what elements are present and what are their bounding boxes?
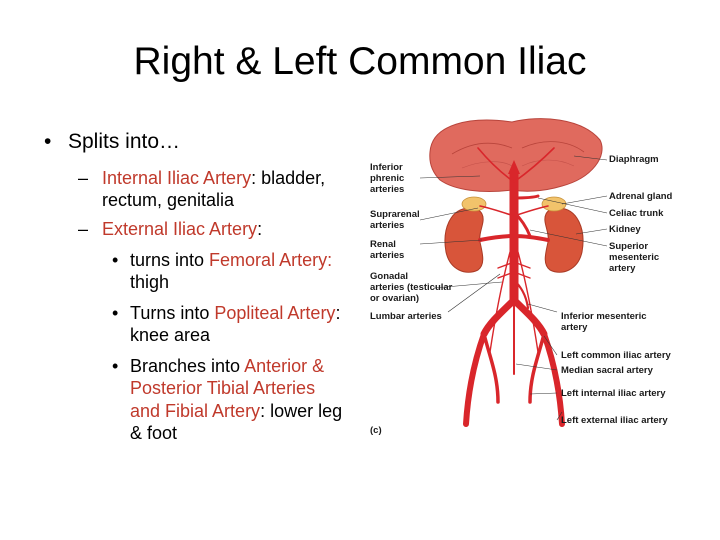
tibial-term: Anterior & Posterior Tibial Arteries and… [130, 355, 325, 421]
bullet-popliteal: Turns into Popliteal Artery: knee area [110, 302, 344, 347]
label-diaphragm: Diaphragm [609, 154, 659, 165]
label-left-external-iliac: Left external iliac artery [561, 415, 668, 426]
slide-title: Right & Left Common Iliac [133, 40, 587, 83]
external-iliac-term: External Iliac Artery [102, 219, 258, 240]
femoral-term: Femoral Artery: [209, 249, 333, 270]
label-median-sacral: Median sacral artery [561, 365, 654, 376]
bullet-splits-into: Splits into… [44, 130, 344, 154]
bullet-internal-iliac: Internal Iliac Artery: bladder, rectum, … [78, 168, 344, 211]
bullet-external-iliac: External Iliac Artery: [78, 219, 344, 241]
panel-letter: (c) [370, 425, 382, 436]
right-kidney-shape [444, 207, 484, 273]
popliteal-term: Popliteal Artery [214, 302, 336, 323]
label-adrenal-gland: Adrenal gland [609, 191, 673, 202]
diaphragm-shape [429, 118, 603, 193]
label-lumbar: Lumbar arteries [370, 311, 442, 322]
bullet-femoral: turns into Femoral Artery: thigh [110, 249, 344, 294]
right-adrenal-shape [461, 196, 487, 212]
internal-iliac-term: Internal Iliac Artery [102, 168, 252, 188]
label-celiac-trunk: Celiac trunk [609, 208, 664, 219]
label-kidney: Kidney [609, 224, 641, 235]
bullet-tibial: Branches into Anterior & Posterior Tibia… [110, 355, 344, 445]
label-left-internal-iliac: Left internal iliac artery [561, 388, 666, 399]
bullet-list: Splits into… Internal Iliac Artery: blad… [44, 130, 344, 453]
label-left-common-iliac: Left common iliac artery [561, 350, 672, 361]
